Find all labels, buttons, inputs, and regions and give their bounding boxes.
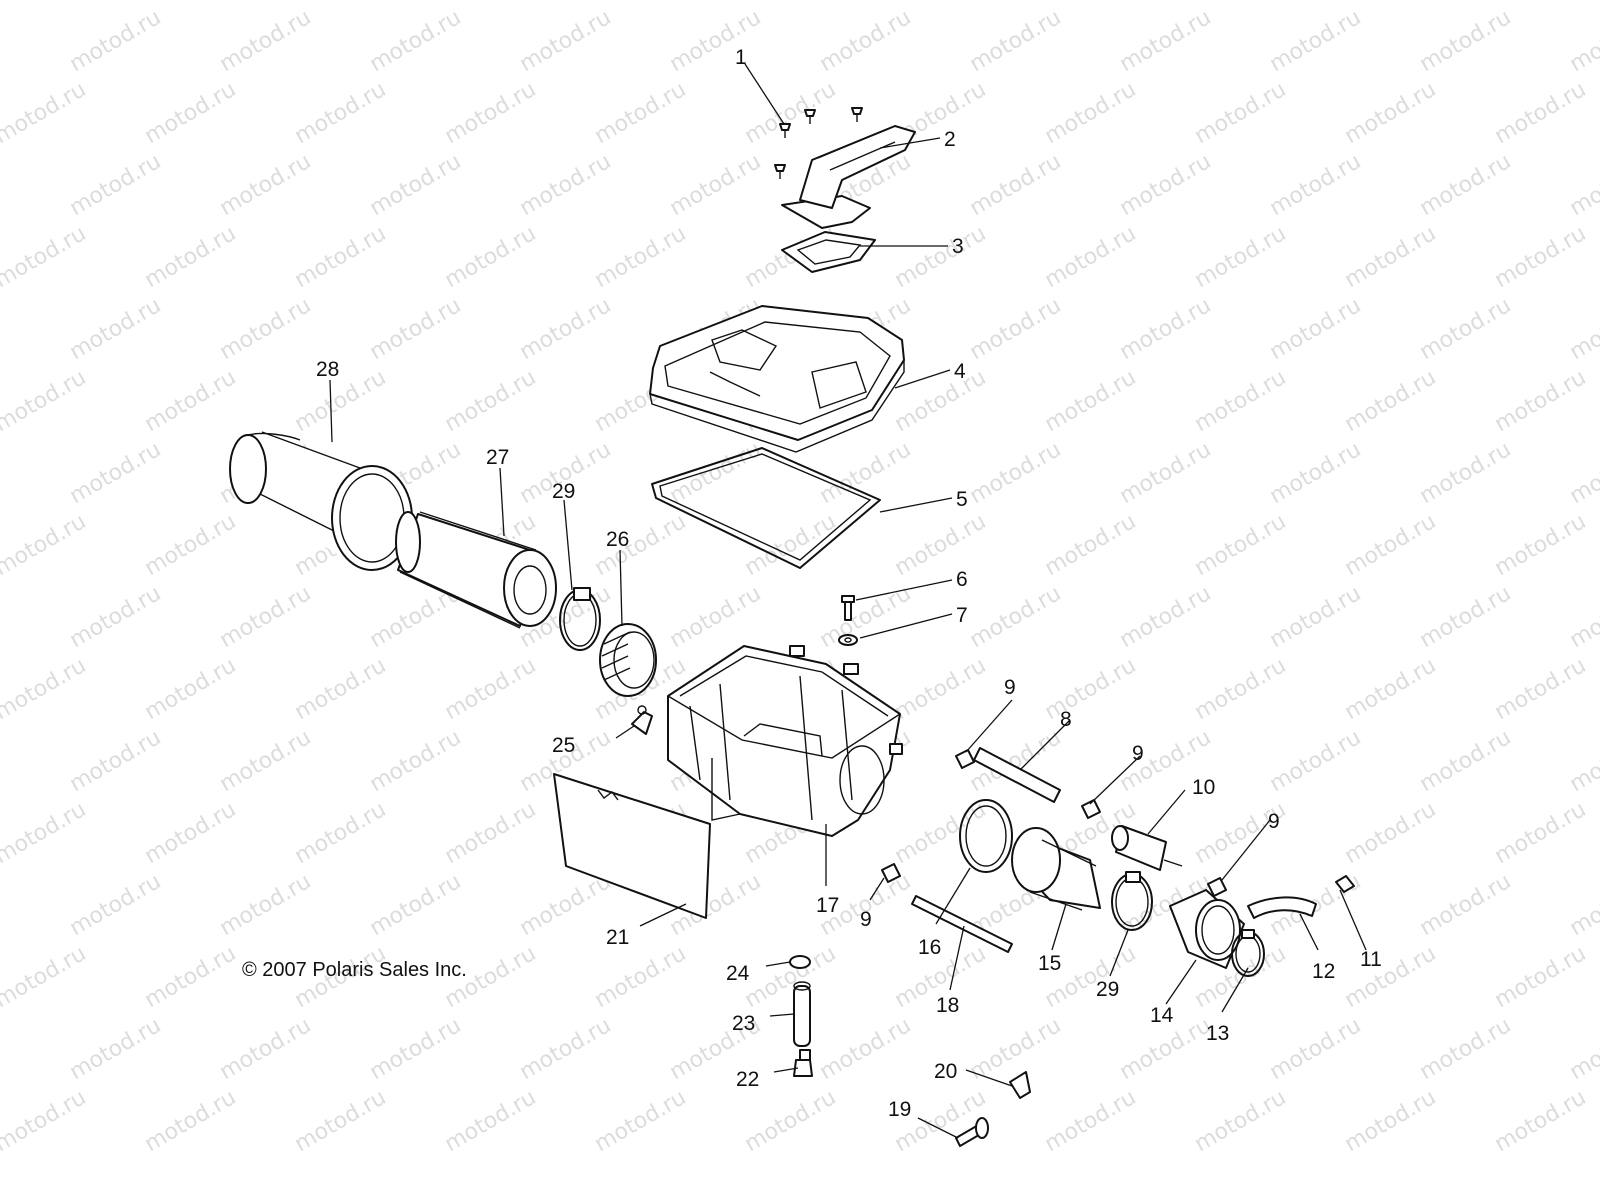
callout-18: 18 <box>936 994 959 1017</box>
callout-9-d: 9 <box>1268 810 1280 833</box>
part-4-airbox-lid <box>649 305 905 453</box>
callout-17: 17 <box>816 894 839 917</box>
callout-12: 12 <box>1312 960 1335 983</box>
callout-21: 21 <box>606 926 629 949</box>
part-17-airbox <box>667 645 903 837</box>
callout-13: 13 <box>1206 1022 1229 1045</box>
part-9-cap-d <box>1207 877 1227 897</box>
callout-9-c: 9 <box>860 908 872 931</box>
callout-19: 19 <box>888 1098 911 1121</box>
callout-7: 7 <box>956 604 968 627</box>
callout-11: 11 <box>1360 948 1382 971</box>
callout-6: 6 <box>956 568 968 591</box>
part-7-washer <box>838 634 858 646</box>
part-22-valve <box>793 1049 813 1077</box>
callout-9-b: 9 <box>1132 742 1144 765</box>
part-14-boot <box>1169 889 1245 969</box>
callout-15: 15 <box>1038 952 1061 975</box>
part-20-clip <box>1009 1071 1031 1099</box>
callout-10: 10 <box>1192 776 1215 799</box>
callout-9-a: 9 <box>1004 676 1016 699</box>
part-16-oring <box>959 799 1013 873</box>
callout-29-b: 29 <box>1096 978 1119 1001</box>
callout-14: 14 <box>1150 1004 1174 1027</box>
part-3-gasket <box>781 231 876 273</box>
part-13-clamp <box>1231 929 1265 977</box>
part-2-intake-duct <box>781 125 916 229</box>
callout-8: 8 <box>1060 708 1072 731</box>
callout-27: 27 <box>486 446 509 469</box>
copyright-notice: © 2007 Polaris Sales Inc. <box>242 959 467 981</box>
part-9-cap-a <box>955 749 975 769</box>
part-6-bolt <box>841 595 855 621</box>
callout-23: 23 <box>732 1012 755 1035</box>
callout-26: 26 <box>606 528 629 551</box>
callout-29-a: 29 <box>552 480 575 503</box>
part-11-cap <box>1335 875 1355 893</box>
part-9-cap-c <box>881 863 901 883</box>
callout-3: 3 <box>952 235 964 258</box>
callout-4: 4 <box>954 360 966 383</box>
callout-20: 20 <box>934 1060 957 1083</box>
callout-16: 16 <box>918 936 941 959</box>
part-25-clip <box>631 705 653 735</box>
part-24-plug <box>789 955 811 969</box>
part-15-duct <box>1011 827 1101 911</box>
part-23-tube <box>793 981 811 1047</box>
part-9-cap-b <box>1081 799 1101 819</box>
part-26-ring <box>599 623 657 697</box>
part-8-hose <box>973 747 1061 803</box>
part-19-rivet <box>955 1117 989 1147</box>
callout-22: 22 <box>736 1068 759 1091</box>
callout-25: 25 <box>552 734 575 757</box>
part-21-cover-plate <box>553 773 711 919</box>
callout-24: 24 <box>726 962 750 985</box>
part-5-seal <box>651 447 881 569</box>
callout-1: 1 <box>735 46 747 69</box>
part-29-clamp-lower <box>1111 871 1153 931</box>
part-27-air-filter <box>395 511 557 629</box>
callout-28: 28 <box>316 358 339 381</box>
callout-5: 5 <box>956 488 968 511</box>
part-1-screws <box>774 107 863 179</box>
callout-labels: 1 2 3 4 5 6 7 8 9 9 9 9 10 11 12 13 14 1… <box>316 46 1382 1121</box>
leader-lines <box>329 63 1367 1139</box>
part-10-inline-filter <box>1111 825 1183 871</box>
callout-2: 2 <box>944 128 956 151</box>
part-29-clamp-upper <box>559 587 601 651</box>
part-18-drain-hose <box>911 895 1013 953</box>
part-28-prefilter <box>229 431 413 571</box>
part-12-hose <box>1247 896 1317 919</box>
